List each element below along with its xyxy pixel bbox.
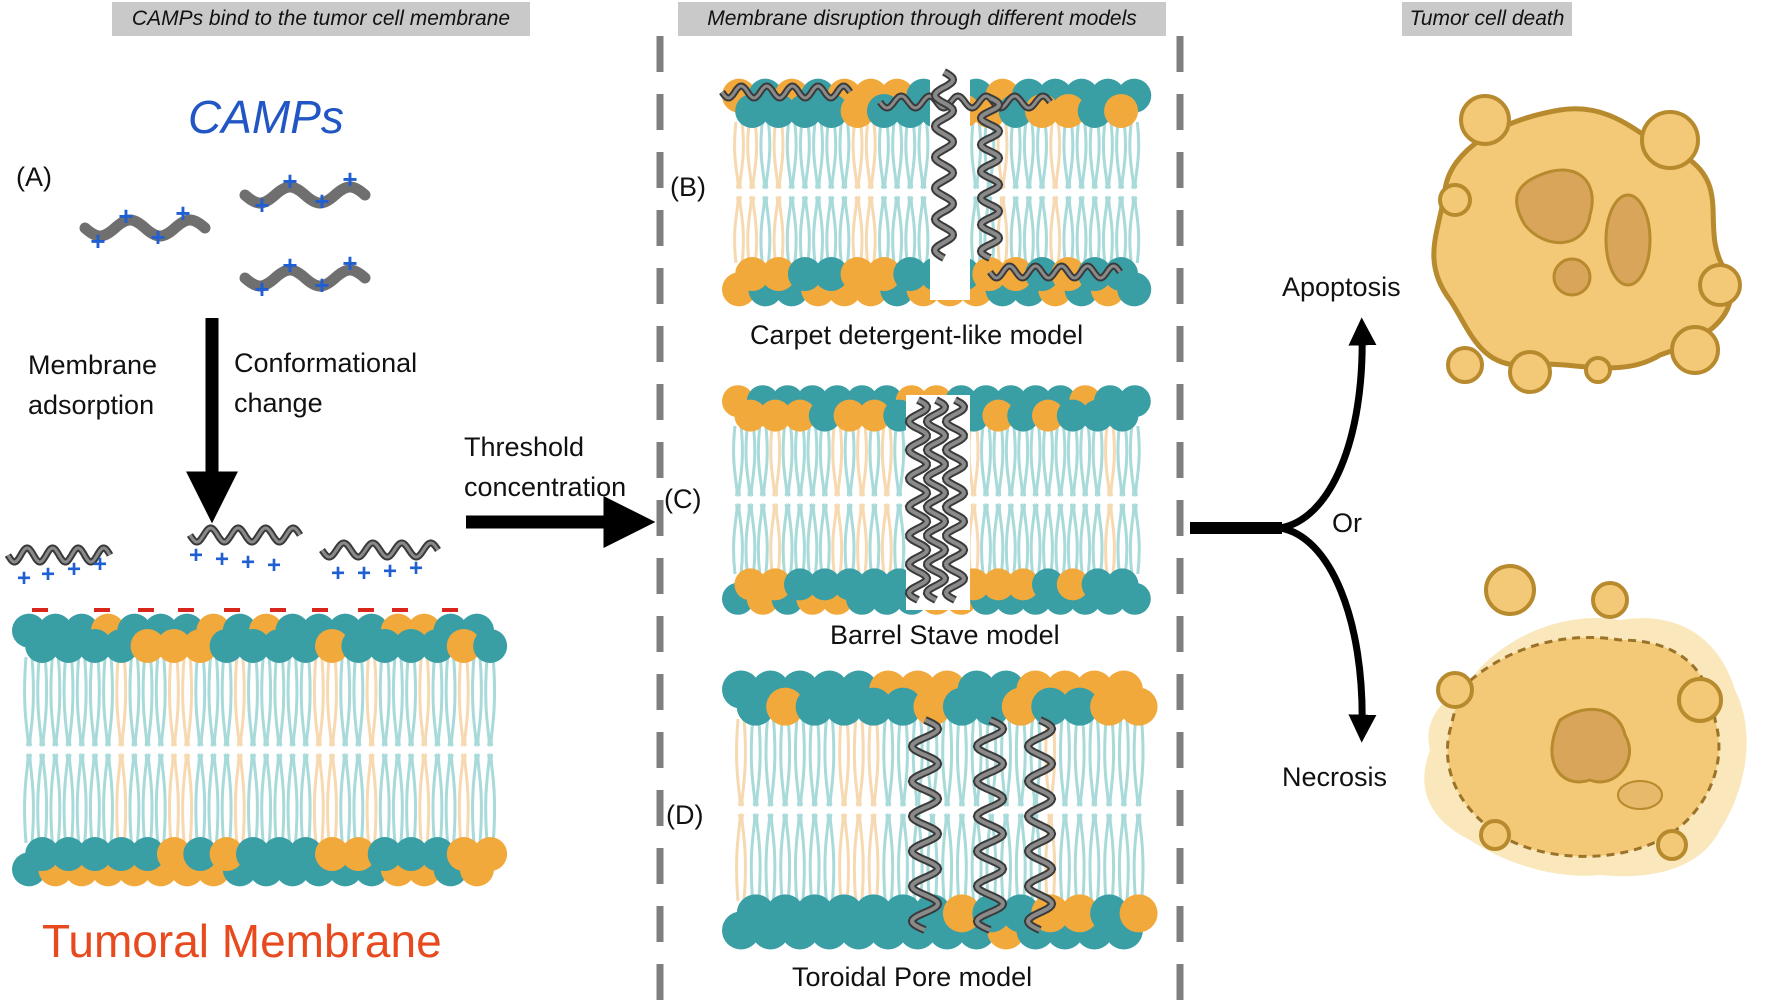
toroidal-pore-helix-2-icon: [972, 716, 1008, 934]
peptides: + + + + + + + + + + + + + + + + + + + + + + + +: [4, 68, 1123, 934]
arrows: [186, 317, 1377, 743]
threshold-label-line2: concentration: [464, 472, 627, 502]
barrel-stave-helix-2-icon: [922, 396, 950, 604]
carpet-model-caption: Carpet detergent-like model: [750, 320, 1084, 350]
charge-positive: +: [189, 542, 203, 569]
apoptotic-cell-icon: [1431, 94, 1742, 394]
branch-arrow-icon: [1190, 317, 1377, 743]
charge-positive: +: [254, 274, 269, 304]
necrosis-label: Necrosis: [1282, 762, 1388, 792]
tumoral-membrane-icon: [12, 613, 508, 887]
toroidal-pore-helix-3-icon: [1023, 716, 1057, 934]
charge-positive: +: [282, 166, 297, 196]
bound-peptide-3-icon: [319, 539, 441, 561]
conformational-change-label-line2: change: [234, 388, 323, 418]
charge-positive: +: [67, 556, 81, 583]
charge-positive: +: [357, 560, 371, 587]
cells: [1424, 94, 1747, 877]
carpet-pore-helix-2-icon: [976, 94, 1004, 262]
charge-positive: +: [90, 226, 105, 256]
charge-positive: +: [314, 186, 329, 216]
carpet-pore-helix-1-icon: [930, 68, 958, 262]
apoptosis-label: Apoptosis: [1282, 272, 1401, 302]
charge-positive: +: [215, 546, 229, 573]
panel-label-d: (D): [666, 800, 704, 830]
charge-positive: +: [409, 555, 423, 582]
barrel-stave-helix-1-icon: [904, 396, 932, 604]
header-disruption: Membrane disruption through different mo…: [678, 2, 1166, 36]
charge-positive: +: [342, 248, 357, 278]
carpet-surface-peptide-2-icon: [877, 92, 1053, 112]
carpet-surface-peptide-3-icon: [987, 262, 1123, 282]
camps-title: CAMPs: [188, 91, 344, 143]
toroidal-pore-model-caption: Toroidal Pore model: [792, 962, 1033, 992]
charge-positive: +: [314, 270, 329, 300]
barrel-stave-helix-3-icon: [941, 396, 969, 604]
header-binding: CAMPs bind to the tumor cell membrane: [112, 2, 530, 36]
bound-peptide-2-icon: [186, 524, 304, 546]
carpet-surface-peptide-1-icon: [719, 82, 853, 102]
dividers: [656, 36, 1184, 1000]
charge-positive: +: [241, 549, 255, 576]
toroidal-pore-helix-1-icon: [907, 716, 943, 934]
panel-label-b: (B): [670, 172, 706, 202]
charge-positive: +: [342, 164, 357, 194]
tumoral-membrane-title: Tumoral Membrane: [42, 915, 442, 967]
or-label: Or: [1332, 508, 1362, 538]
charge-positive: +: [331, 560, 345, 587]
barrel-stave-model-caption: Barrel Stave model: [830, 620, 1060, 650]
charge-positive: +: [267, 552, 281, 579]
charge-positive: +: [41, 561, 55, 588]
toroidal-membrane-icon: [722, 670, 1158, 950]
bound-peptide-1-icon: [4, 544, 114, 566]
charge-positive: +: [118, 201, 133, 231]
charge-positive: +: [282, 250, 297, 280]
header-cell-death: Tumor cell death: [1402, 2, 1572, 36]
charge-positive: +: [150, 222, 165, 252]
charge-positive: +: [383, 558, 397, 585]
panel-label-a: (A): [16, 162, 52, 192]
free-peptide-2-icon: [239, 181, 371, 209]
charge-positive: +: [93, 551, 107, 578]
membrane-adsorption-label-line2: adsorption: [28, 390, 155, 420]
necrotic-cell-icon: [1424, 564, 1747, 877]
threshold-label-line1: Threshold: [464, 432, 585, 462]
charge-positive: +: [254, 190, 269, 220]
charge-positive: +: [17, 565, 31, 592]
panel-label-c: (C): [664, 484, 702, 514]
free-peptide-3-icon: [239, 264, 371, 292]
membrane-adsorption-label-line1: Membrane: [28, 350, 158, 380]
charge-positive: +: [175, 198, 190, 228]
free-peptide-1-icon: [79, 214, 211, 242]
conformational-change-label-line1: Conformational: [234, 348, 418, 378]
